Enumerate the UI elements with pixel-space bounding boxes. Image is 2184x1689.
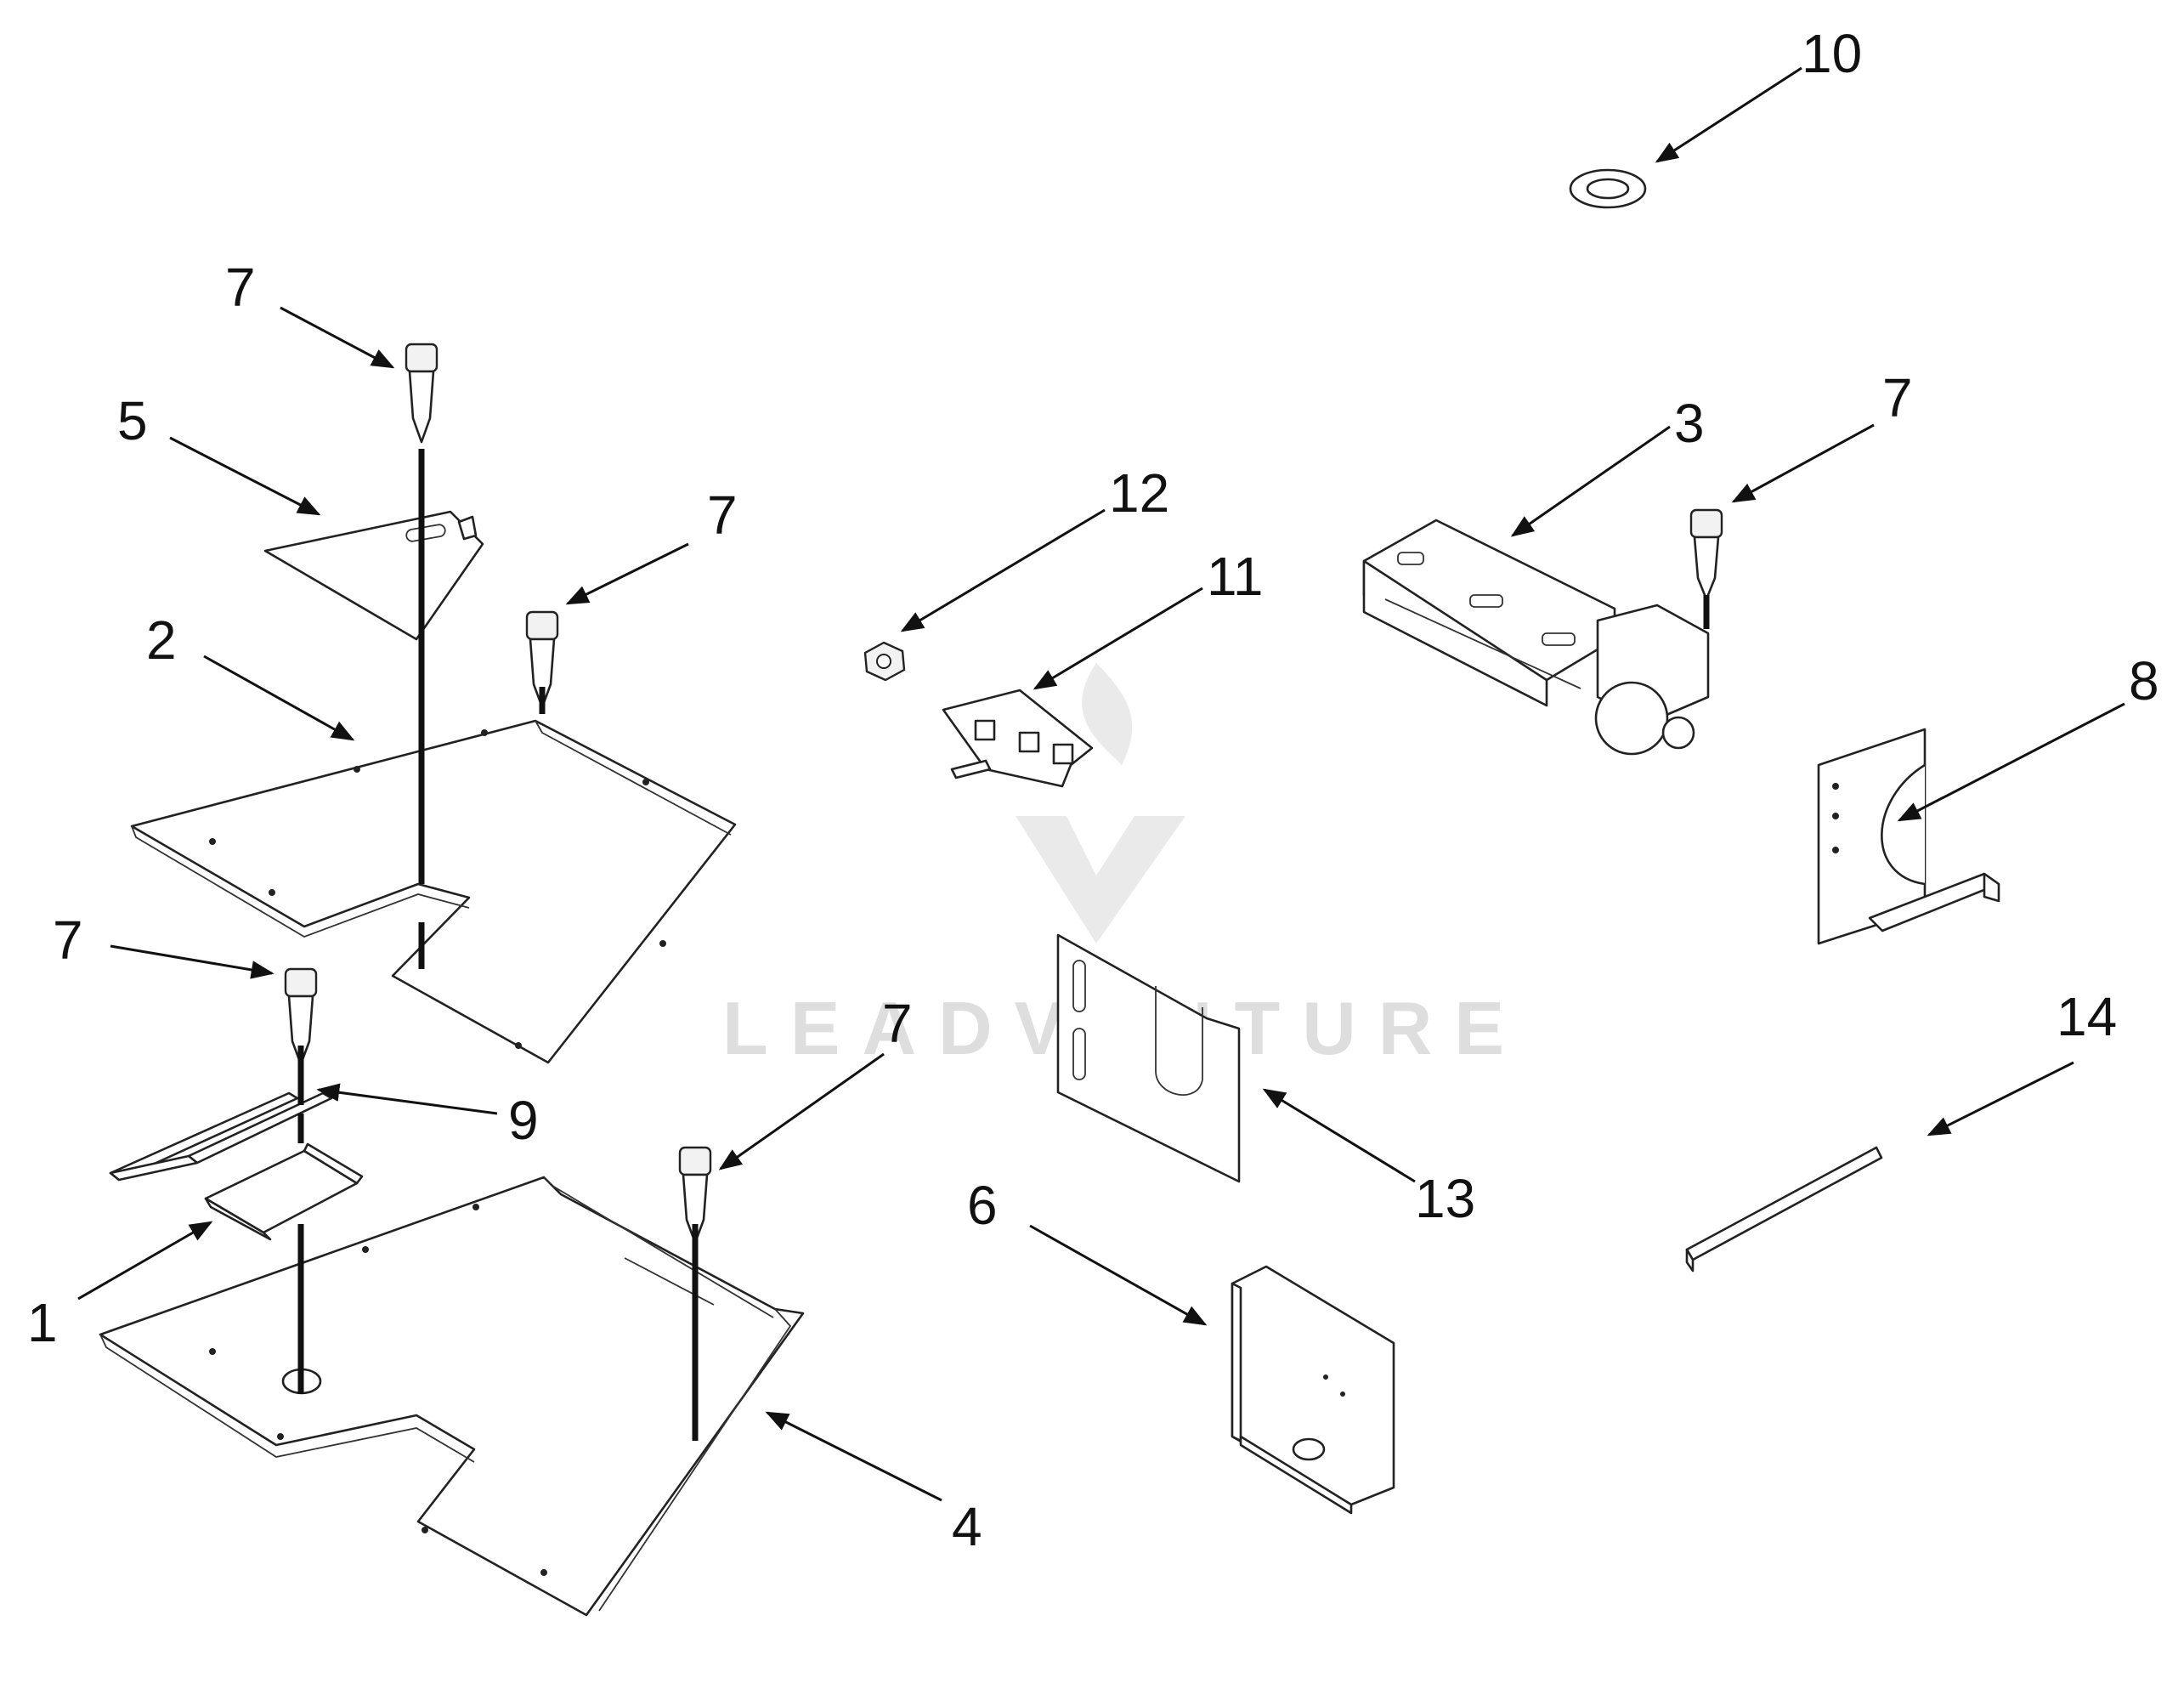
callout-8: 8 [2129, 650, 2159, 711]
callout-7-lower: 7 [882, 993, 913, 1054]
part-gas-valve [1362, 519, 1710, 756]
part-terminal-block [942, 689, 1094, 788]
callout-9: 9 [508, 1090, 539, 1151]
part-strip [1685, 1146, 1883, 1272]
callout-7-mid: 7 [707, 485, 738, 546]
assembly-axes [297, 449, 1710, 1441]
callout-7-top: 7 [225, 257, 256, 318]
part-base-plate [99, 1176, 805, 1617]
part-box [1231, 1265, 1395, 1515]
part-slotted-plate [1056, 933, 1241, 1183]
screw-5 [1689, 508, 1723, 601]
screw-4 [678, 1146, 712, 1244]
callout-4: 4 [952, 1496, 982, 1557]
callout-7-left: 7 [53, 910, 83, 971]
callout-3: 3 [1674, 393, 1705, 454]
leader-arrows [77, 66, 2125, 1502]
part-washer [1569, 168, 1647, 209]
part-large-plate [130, 719, 737, 1064]
screw-2 [525, 610, 559, 709]
part-nut [863, 641, 906, 682]
callout-14: 14 [2057, 986, 2117, 1047]
callout-6: 6 [967, 1175, 998, 1236]
callout-13: 13 [1415, 1168, 1475, 1229]
screw-3 [284, 967, 318, 1066]
callout-10: 10 [1802, 23, 1862, 84]
callout-5: 5 [117, 390, 148, 451]
part-bracket [204, 1142, 364, 1241]
callout-11: 11 [1207, 546, 1263, 607]
part-small-plate [263, 510, 484, 641]
callout-2: 2 [146, 609, 177, 671]
callout-12: 12 [1109, 462, 1169, 524]
part-mounting-bracket [1817, 728, 2000, 945]
callout-7-right: 7 [1882, 367, 1913, 428]
watermark-logo [1016, 663, 1185, 944]
callout-1: 1 [27, 1292, 58, 1353]
screw-1 [405, 343, 438, 444]
